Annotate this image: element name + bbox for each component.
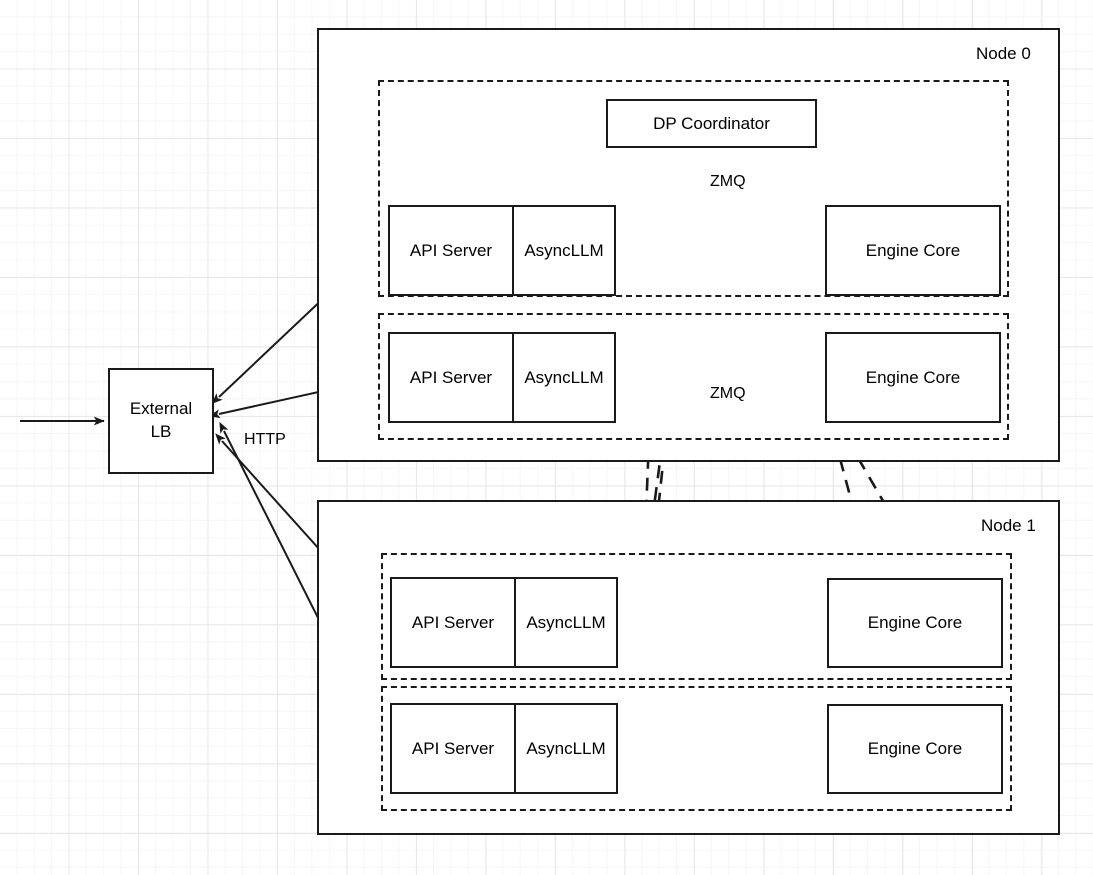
engine-core-box-n0e1[interactable]: Engine Core [825,332,1001,423]
engine-group-n1e1 [381,686,1012,811]
engine-core-box-n1e0[interactable]: Engine Core [827,578,1003,668]
engine-group-n1e0 [381,553,1012,680]
engine-core-box-n0e0[interactable]: Engine Core [825,205,1001,296]
engine-core-label-n1e1: Engine Core [867,739,963,759]
api-server-box-n1e1[interactable]: API Server AsyncLLM [390,703,618,794]
dp-coordinator-label: DP Coordinator [653,113,770,133]
engine-core-label-n1e0: Engine Core [867,613,963,633]
api-server-label-n1e1: API Server [411,738,495,758]
engine-core-box-n1e1[interactable]: Engine Core [827,704,1003,794]
node-0-label: Node 0 [976,44,1031,63]
zmq-edge-label-top: ZMQ [710,173,746,190]
external-lb-label-line1: External [129,399,193,419]
asyncllm-label-n0e1: AsyncLLM [512,334,614,421]
engine-core-label-n0e1: Engine Core [865,367,961,387]
asyncllm-label-n1e1: AsyncLLM [514,705,616,792]
dp-coordinator-box[interactable]: DP Coordinator [606,99,817,148]
api-server-label-n0e0: API Server [409,240,493,260]
engine-group-n0e0 [378,80,1009,297]
engine-core-label-n0e0: Engine Core [865,240,961,260]
api-server-label-n0e1: API Server [409,367,493,387]
external-lb-label-line2: LB [150,422,172,441]
api-server-box-n0e1[interactable]: API Server AsyncLLM [388,332,616,423]
api-server-box-n0e0[interactable]: API Server AsyncLLM [388,205,616,296]
http-edge-label: HTTP [244,431,286,448]
node-1-label: Node 1 [981,516,1036,535]
external-lb-box[interactable]: External LB [108,368,214,474]
asyncllm-label-n0e0: AsyncLLM [512,207,614,294]
api-server-box-n1e0[interactable]: API Server AsyncLLM [390,577,618,668]
api-server-label-n1e0: API Server [411,612,495,632]
asyncllm-label-n1e0: AsyncLLM [514,579,616,666]
engine-group-n0e1 [378,313,1009,440]
zmq-edge-label-second: ZMQ [710,385,746,402]
